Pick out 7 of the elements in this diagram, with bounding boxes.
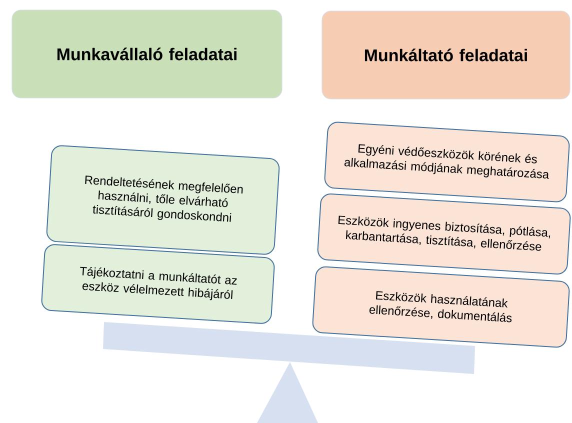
task-box: Tájékoztatni a munkáltatót az eszköz vélelmezett hibájáról — [41, 244, 275, 324]
header-box: Munkavállaló feladatai — [12, 10, 282, 98]
task-box: Eszközök ingyenes biztosítása, pótlása, karbantartása, tisztítása, ellenőrzése — [317, 194, 571, 274]
task-box: Rendeltetésének megfelelően használni, tőle elvárható tisztításáról gondoskondni — [46, 145, 280, 255]
task-box: Egyéni védőeszközök körének és alkalmazási módjának meghatározása — [324, 122, 570, 202]
task-box: Eszközök használatának ellenőrzése, dokumentálás — [312, 266, 570, 348]
header-box: Munkáltató feladatai — [322, 10, 570, 100]
